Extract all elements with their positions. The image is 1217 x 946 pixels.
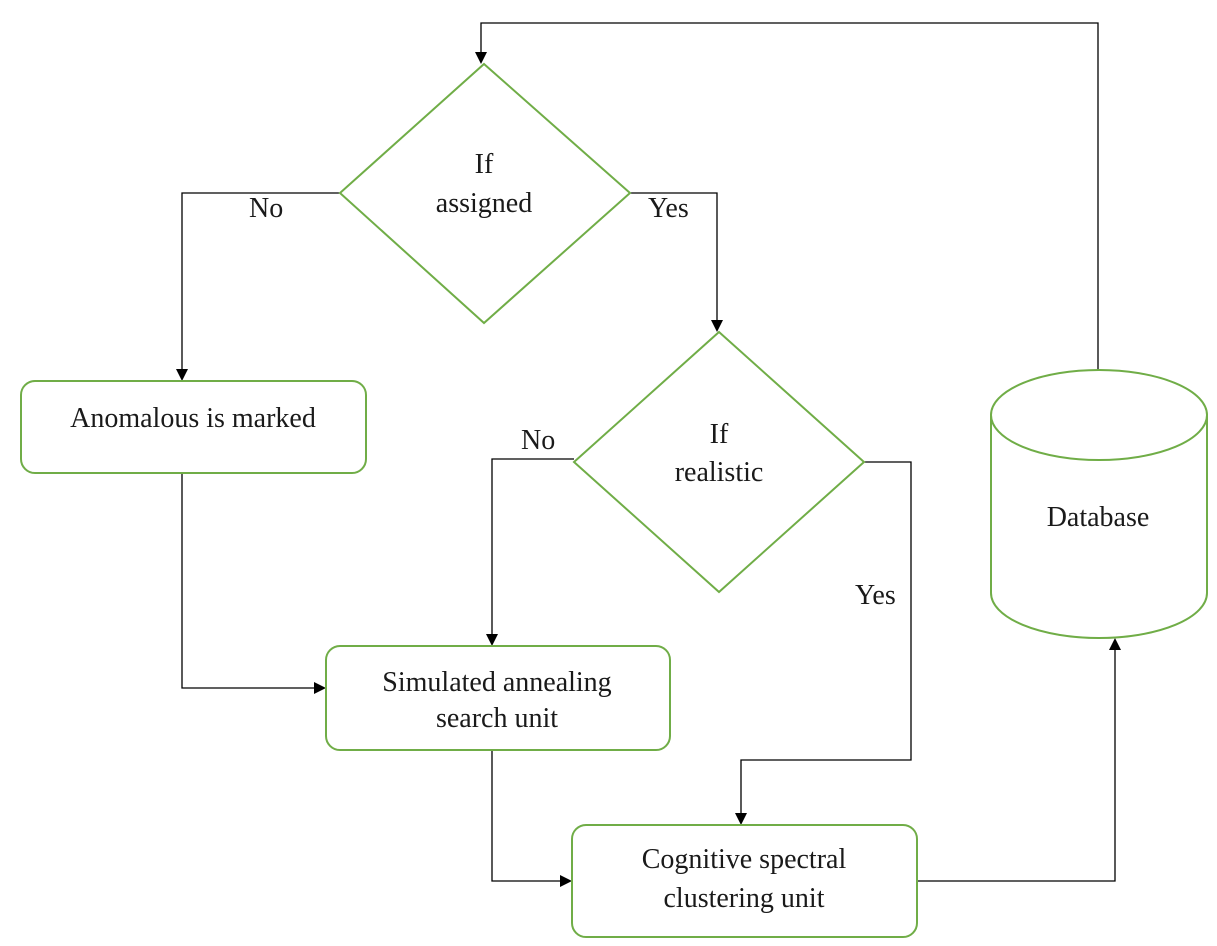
connector-realistic-yes [740, 461, 912, 813]
edge-label-assigned-no: No [249, 193, 283, 224]
decision-if-realistic-line2: realistic [675, 457, 764, 488]
database-cylinder [990, 369, 1208, 639]
connector-assigned-no [181, 192, 340, 369]
arrowhead-into-clustering-left [560, 875, 572, 887]
process-anomalous-label: Anomalous is marked [70, 403, 316, 434]
edge-label-realistic-no: No [521, 425, 555, 456]
connector-database-to-assigned [480, 22, 1099, 370]
process-cognitive-clustering [571, 824, 918, 938]
decision-if-realistic-line1: If [710, 419, 729, 450]
process-simulated-annealing [325, 645, 671, 751]
arrowhead-into-realistic [711, 320, 723, 332]
connector-assigned-yes [630, 192, 718, 320]
process-anomalous-is-marked [20, 380, 367, 474]
process-cognitive-clustering-line2: clustering unit [664, 883, 825, 914]
decision-if-assigned [338, 62, 632, 325]
connector-annealing-to-clustering [491, 751, 560, 882]
database-top-ellipse [990, 369, 1208, 461]
process-simulated-annealing-line2: search unit [436, 703, 558, 734]
connector-clustering-to-database [917, 650, 1116, 882]
database-label: Database [1047, 502, 1150, 533]
arrowhead-into-assigned [475, 52, 487, 64]
decision-if-realistic [572, 330, 866, 594]
decision-if-assigned-line2: assigned [436, 188, 532, 219]
connector-realistic-no [491, 458, 574, 634]
decision-if-assigned-line1: If [475, 149, 494, 180]
process-cognitive-clustering-line1: Cognitive spectral [642, 844, 847, 875]
connector-anomalous-to-annealing [181, 474, 314, 689]
database-body [990, 414, 1208, 639]
edge-label-assigned-yes: Yes [648, 193, 689, 224]
arrowhead-into-annealing-left [314, 682, 326, 694]
process-simulated-annealing-line1: Simulated annealing [382, 667, 611, 698]
edge-label-realistic-yes: Yes [855, 580, 896, 611]
arrowhead-into-database [1109, 638, 1121, 650]
arrowhead-into-anomalous [176, 369, 188, 381]
arrowhead-into-clustering-top [735, 813, 747, 825]
arrowhead-into-annealing-top [486, 634, 498, 646]
